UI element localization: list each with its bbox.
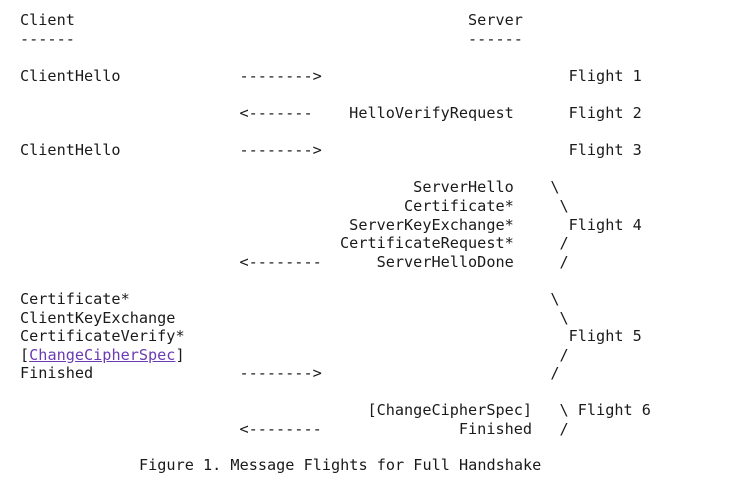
line-flight-4-serverhello: ServerHello \ xyxy=(20,178,560,197)
changecipherspec-link[interactable]: ChangeCipherSpec xyxy=(29,345,176,364)
line-flight-5-certificateverify: CertificateVerify* Flight 5 xyxy=(20,327,642,346)
line-flight-6-finished: <-------- Finished / xyxy=(20,420,569,439)
line-flight-3: ClientHello --------> Flight 3 xyxy=(20,141,642,160)
line-flight-5-changecipherspec: [ChangeCipherSpec] / xyxy=(20,345,569,364)
line-flight-5-certificate: Certificate* \ xyxy=(20,289,560,308)
line-flight-4-certificate: Certificate* \ xyxy=(20,196,569,215)
figure-caption: Figure 1. Message Flights for Full Hands… xyxy=(139,456,542,474)
line-flight-4-serverkeyexchange: ServerKeyExchange* Flight 4 xyxy=(20,215,642,234)
line-client-header: Client Server xyxy=(20,11,523,29)
line-flight-4-serverhellodone: <-------- ServerHelloDone / xyxy=(20,252,569,271)
line-flight-5-finished: Finished --------> / xyxy=(20,364,560,383)
line-flight-5-clientkeyexchange: ClientKeyExchange \ xyxy=(20,308,569,327)
line-flight-1: ClientHello --------> Flight 1 xyxy=(20,66,642,85)
line-client-rule: ------ ------ xyxy=(20,29,523,48)
ascii-art-diagram: Client Server ------ ------ ClientHello … xyxy=(20,11,651,439)
line-flight-4-certificaterequest: CertificateRequest* / xyxy=(20,234,569,253)
line-flight-2: <------- HelloVerifyRequest Flight 2 xyxy=(20,103,642,122)
line-flight-6-changecipherspec: [ChangeCipherSpec] \ Flight 6 xyxy=(20,401,651,420)
